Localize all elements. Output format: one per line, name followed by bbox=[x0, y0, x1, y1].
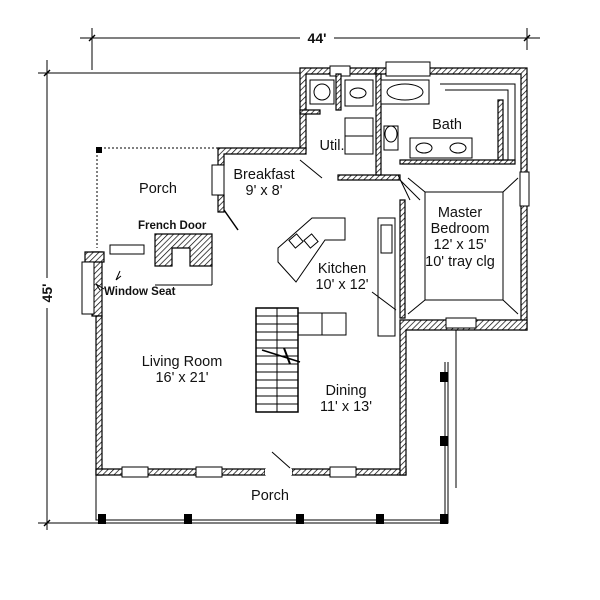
living-room-size: 16' x 21' bbox=[155, 370, 208, 386]
master-size: 12' x 15' bbox=[433, 237, 486, 253]
windows bbox=[81, 61, 530, 478]
french-door-callout: French Door bbox=[138, 220, 207, 232]
room-labels: Porch Breakfast 9' x 8' Util. Bath Maste… bbox=[104, 117, 495, 504]
breakfast-size: 9' x 8' bbox=[246, 183, 283, 199]
dimension-width: 44' bbox=[80, 28, 540, 70]
dining-label: Dining bbox=[325, 383, 366, 399]
kitchen-label: Kitchen bbox=[318, 261, 366, 277]
stairs bbox=[255, 307, 301, 413]
porch-front-label: Porch bbox=[251, 488, 289, 504]
depth-label: 45' bbox=[39, 284, 55, 303]
front-porch bbox=[95, 330, 457, 524]
dimension-depth: 45' bbox=[38, 60, 310, 530]
bath-fixtures bbox=[309, 79, 516, 160]
living-room-label: Living Room bbox=[142, 354, 223, 370]
master-note: 10' tray clg bbox=[425, 254, 495, 270]
util-label: Util. bbox=[320, 138, 345, 154]
dining-size: 11' x 13' bbox=[320, 399, 372, 415]
width-label: 44' bbox=[308, 30, 327, 46]
breakfast-label: Breakfast bbox=[233, 167, 294, 183]
master-label-line2: Bedroom bbox=[431, 221, 490, 237]
tray-ceiling bbox=[399, 177, 519, 315]
kitchen-size: 10' x 12' bbox=[315, 277, 368, 293]
bath-label: Bath bbox=[432, 117, 462, 133]
porch-side-label: Porch bbox=[139, 181, 177, 197]
master-label-line1: Master bbox=[438, 205, 482, 221]
callout-arrows bbox=[95, 270, 122, 291]
kitchen-counters bbox=[277, 217, 396, 337]
doors bbox=[223, 159, 411, 475]
window-seat-callout: Window Seat bbox=[104, 286, 176, 298]
